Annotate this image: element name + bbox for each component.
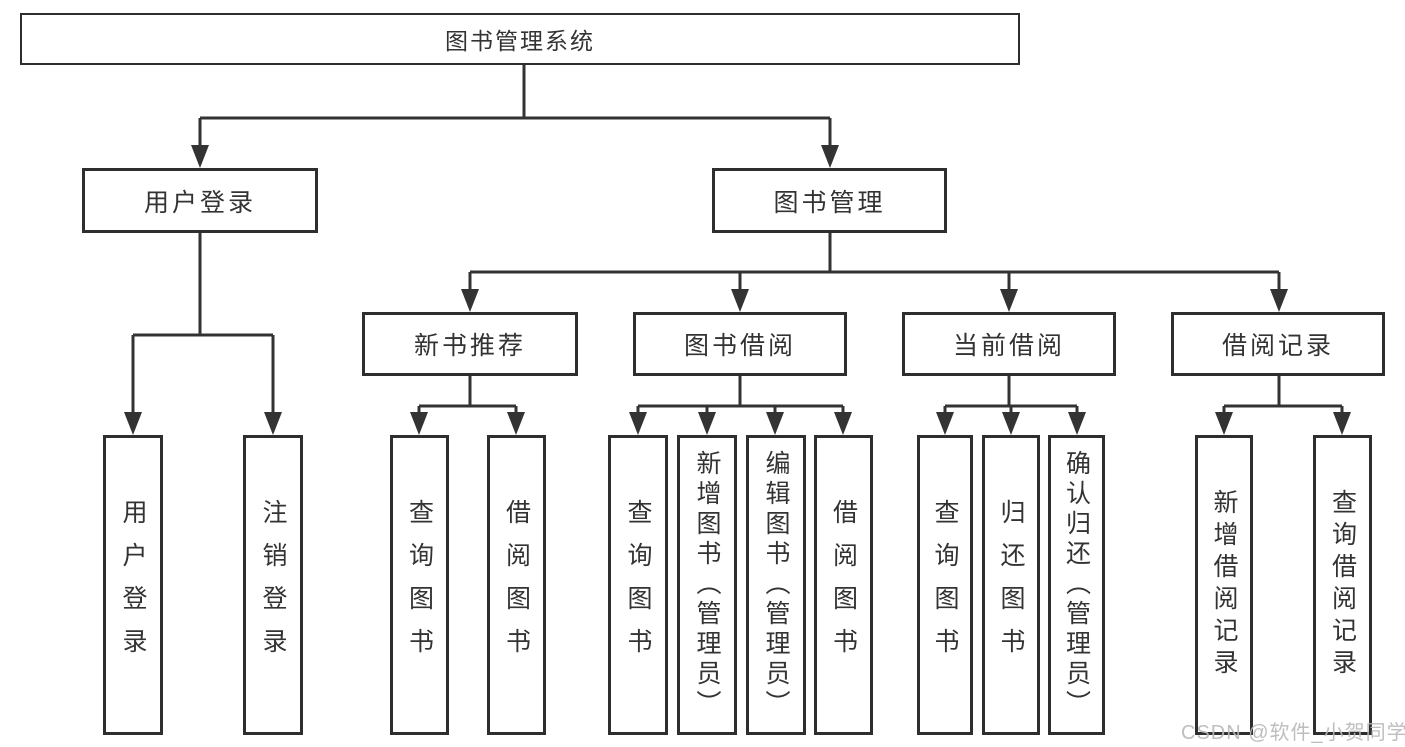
- node-edit-books-admin: 编辑图书（管理员）: [746, 435, 806, 735]
- node-logout-leaf: 注销登录: [243, 435, 303, 735]
- node-add-books-admin: 新增图书（管理员）: [677, 435, 737, 735]
- node-book-borrowing: 图书借阅: [633, 312, 847, 376]
- node-query-books-current: 查询图书: [917, 435, 973, 735]
- csdn-watermark: CSDN @软件_小贺同学: [1181, 722, 1405, 744]
- node-library-management-system: 图书管理系统: [20, 13, 1020, 65]
- node-new-book-recommendation: 新书推荐: [362, 312, 578, 376]
- node-borrowing-records: 借阅记录: [1171, 312, 1385, 376]
- node-confirm-return-admin: 确认归还（管理员）: [1048, 435, 1105, 735]
- node-user-login: 用户登录: [82, 168, 318, 233]
- node-query-books-borrowing: 查询图书: [608, 435, 668, 735]
- node-add-borrow-record: 新增借阅记录: [1195, 435, 1253, 735]
- node-book-management: 图书管理: [712, 168, 947, 233]
- node-query-books-recommend: 查询图书: [390, 435, 449, 735]
- node-return-books: 归还图书: [982, 435, 1040, 735]
- node-borrow-books-recommend: 借阅图书: [487, 435, 546, 735]
- node-query-borrow-record: 查询借阅记录: [1313, 435, 1372, 735]
- node-current-borrowing: 当前借阅: [902, 312, 1116, 376]
- node-borrow-books-borrowing: 借阅图书: [814, 435, 873, 735]
- node-user-login-leaf: 用户登录: [103, 435, 163, 735]
